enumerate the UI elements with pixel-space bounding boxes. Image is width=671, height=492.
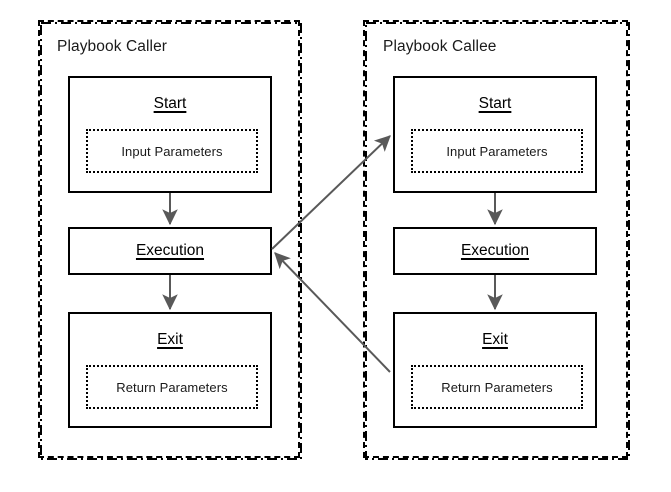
node-callee-start[interactable]: Start Input Parameters <box>393 76 597 193</box>
node-caller-execution[interactable]: Execution <box>68 227 272 275</box>
node-caller-exit-title: Exit <box>157 331 183 348</box>
param-label-callee-return: Return Parameters <box>441 379 553 395</box>
node-caller-start[interactable]: Start Input Parameters <box>68 76 272 193</box>
node-caller-start-title: Start <box>153 95 187 112</box>
param-box-callee-return: Return Parameters <box>411 365 583 409</box>
node-callee-execution[interactable]: Execution <box>393 227 597 275</box>
node-callee-start-title: Start <box>478 95 512 112</box>
node-callee-exit-title: Exit <box>482 331 508 348</box>
param-box-caller-return: Return Parameters <box>86 365 258 409</box>
param-box-caller-input: Input Parameters <box>86 129 258 173</box>
param-label-caller-input: Input Parameters <box>121 143 223 159</box>
node-caller-execution-title: Execution <box>135 242 205 259</box>
node-callee-execution-title: Execution <box>460 242 530 259</box>
param-label-callee-input: Input Parameters <box>446 143 548 159</box>
panel-title-callee: Playbook Callee <box>383 38 497 55</box>
param-box-callee-input: Input Parameters <box>411 129 583 173</box>
node-callee-exit[interactable]: Exit Return Parameters <box>393 312 597 428</box>
node-caller-exit[interactable]: Exit Return Parameters <box>68 312 272 428</box>
panel-title-caller: Playbook Caller <box>57 38 168 55</box>
param-label-caller-return: Return Parameters <box>116 379 228 395</box>
